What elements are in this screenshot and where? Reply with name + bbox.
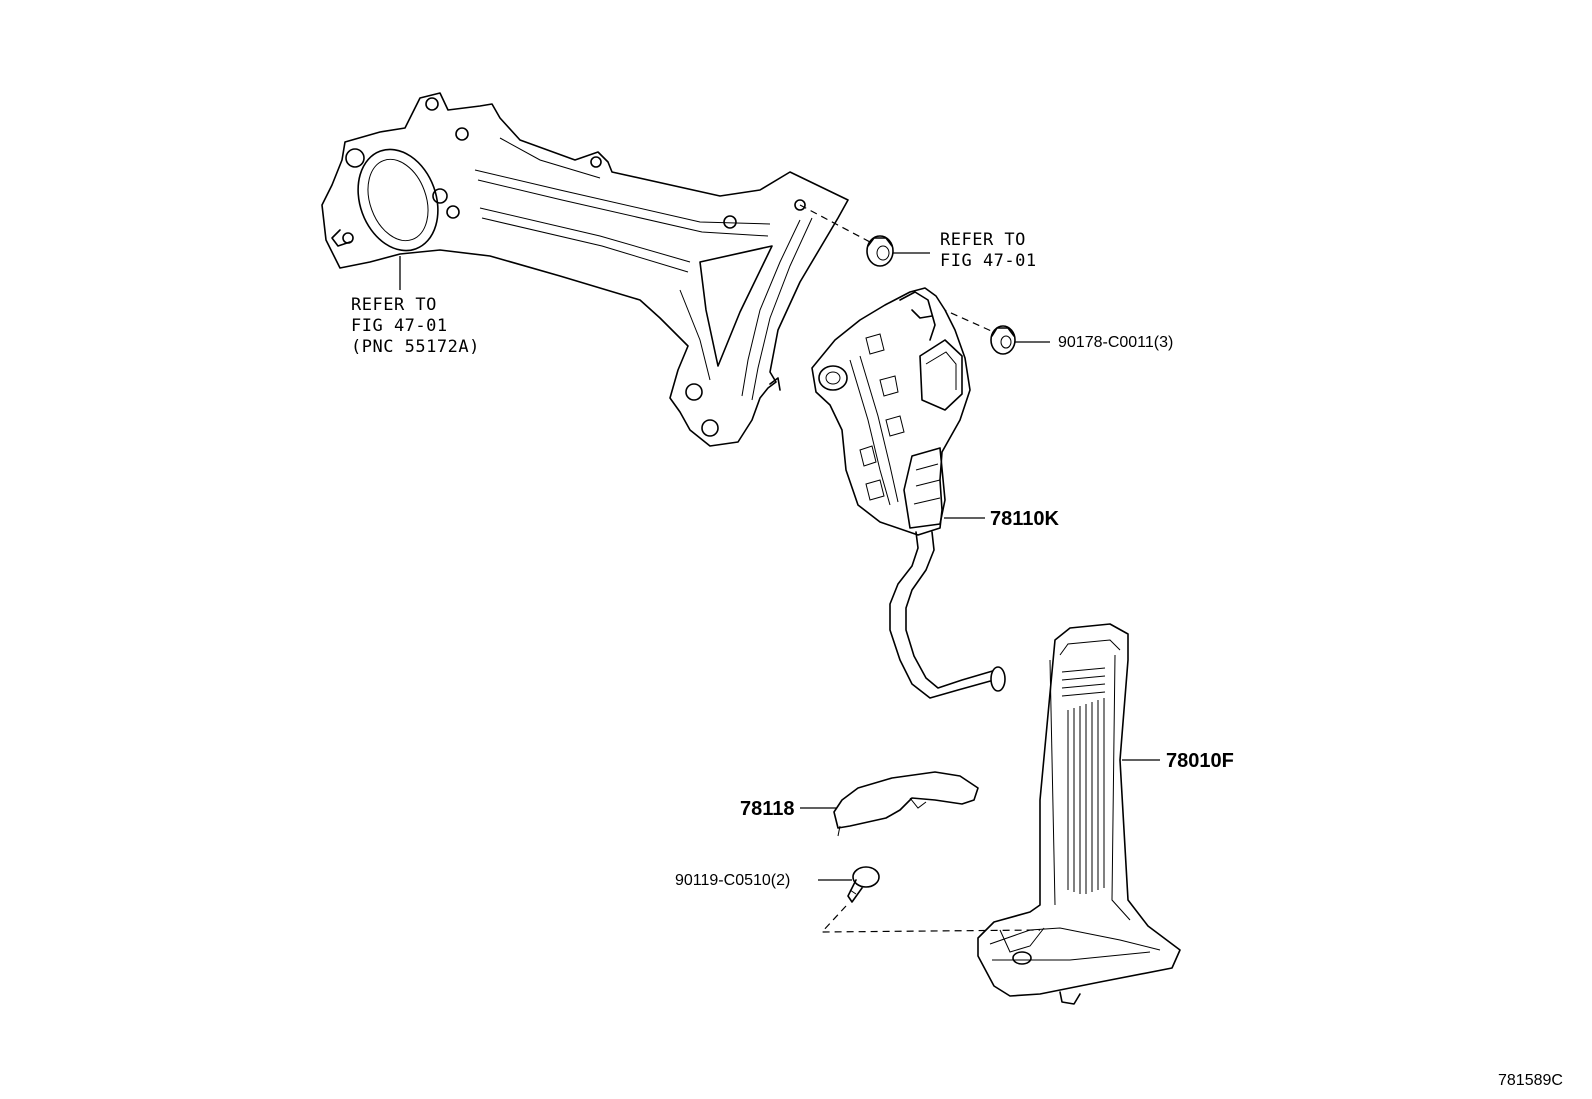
nut-ref-line-1: REFER TO <box>940 230 1026 250</box>
figure-code: 781589C <box>1498 1072 1563 1089</box>
bracket-ref-line-1: REFER TO <box>351 295 437 315</box>
flange-nut-lower-icon <box>990 325 1016 355</box>
bracket-ref-line-2: FIG 47-01 <box>351 316 448 336</box>
pedal-part-number: 78010F <box>1166 750 1234 772</box>
pedal-support-bracket <box>321 92 849 447</box>
bracket-ref-line-3: (PNC 55172A) <box>351 337 480 357</box>
bolt-icon <box>847 866 880 903</box>
nut-part-number: 90178-C0011(3) <box>1058 334 1173 351</box>
bracket-ref-note: REFER TO FIG 47-01 (PNC 55172A) <box>351 295 480 357</box>
bolt-dashline <box>820 905 1041 933</box>
nut-ref-line-2: FIG 47-01 <box>940 251 1037 271</box>
cover-part-number: 78118 <box>740 798 795 820</box>
pedal-cover <box>833 771 979 837</box>
pedal-arm-sensor-assembly <box>811 287 1006 699</box>
bolt-part-number: 90119-C0510(2) <box>675 872 790 889</box>
nut-upper-dashline <box>799 204 871 243</box>
sensor-part-number: 78110K <box>990 508 1060 530</box>
flange-nut-upper-icon <box>866 235 894 267</box>
nut-lower-dashline <box>939 307 999 335</box>
accelerator-pedal-pad <box>977 623 1181 1005</box>
nut-upper-ref-note: REFER TO FIG 47-01 <box>940 230 1037 271</box>
